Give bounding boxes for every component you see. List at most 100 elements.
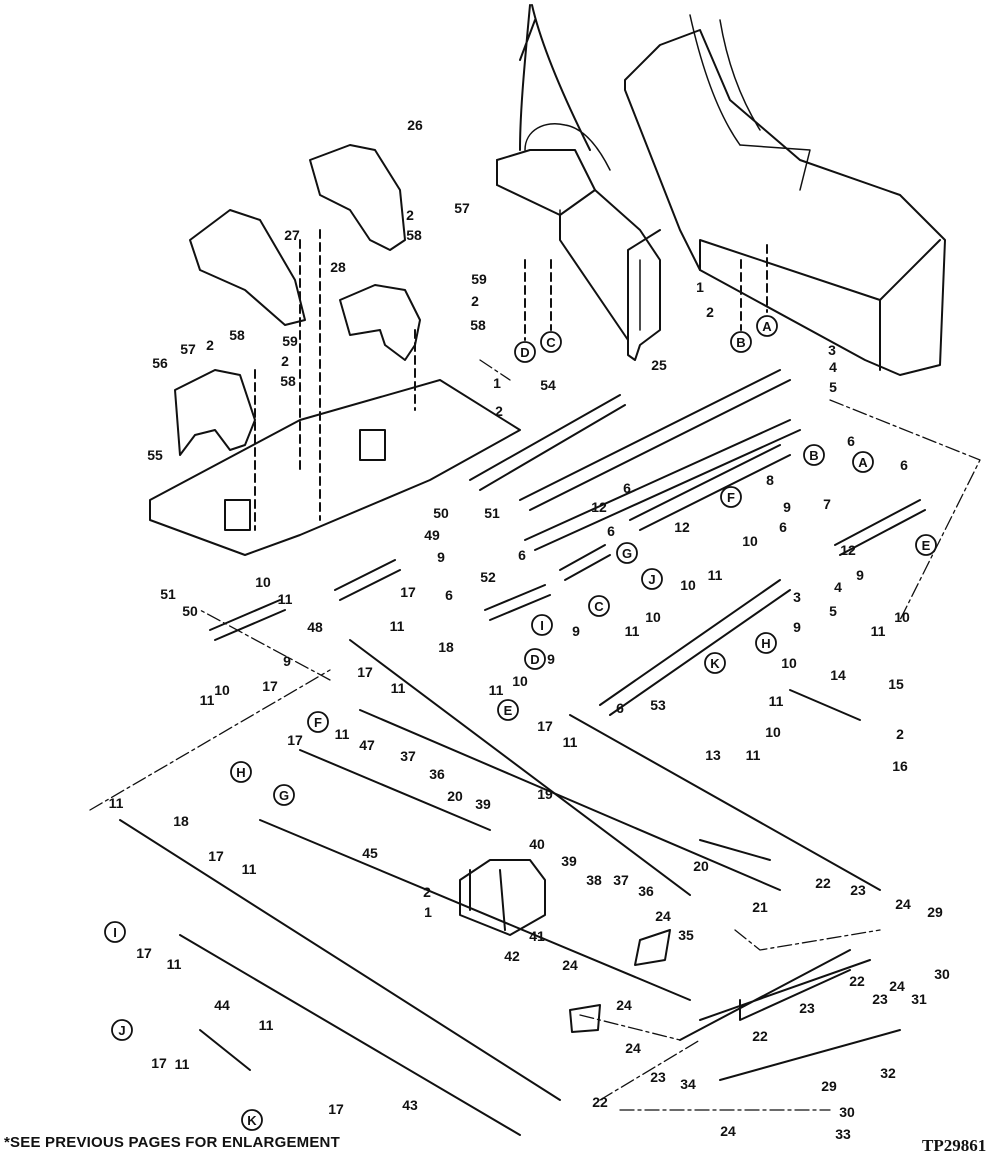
label-letter: I — [540, 618, 544, 633]
part-callout-50: 50 — [182, 603, 198, 619]
part-callout-17: 17 — [151, 1055, 167, 1071]
label-letter: K — [247, 1113, 257, 1128]
circled-label-k: K — [241, 1109, 263, 1131]
part-callout-9: 9 — [793, 619, 801, 635]
label-letter: D — [520, 345, 529, 360]
part-callout-48: 48 — [307, 619, 323, 635]
part-callout-33: 33 — [835, 1126, 851, 1142]
part-callout-11: 11 — [278, 591, 293, 607]
circled-label-c: C — [540, 331, 562, 353]
label-letter: D — [530, 652, 539, 667]
label-letter: I — [113, 925, 117, 940]
part-callout-1: 1 — [424, 904, 432, 920]
footnote: *SEE PREVIOUS PAGES FOR ENLARGEMENT — [4, 1134, 340, 1151]
part-callout-53: 53 — [650, 697, 666, 713]
label-circle — [852, 451, 874, 473]
label-letter: C — [546, 335, 556, 350]
circled-label-h: H — [230, 761, 252, 783]
part-callout-11: 11 — [489, 682, 504, 698]
label-circle — [720, 486, 742, 508]
part-callout-12: 12 — [840, 542, 856, 558]
part-callout-2: 2 — [281, 353, 289, 369]
part-callout-11: 11 — [746, 747, 761, 763]
part-callout-2: 2 — [706, 304, 714, 320]
part-callout-58: 58 — [280, 373, 296, 389]
console-right — [624, 14, 946, 376]
label-circle — [524, 648, 546, 670]
circled-label-i: I — [531, 614, 553, 636]
part-callout-56: 56 — [152, 355, 168, 371]
part-callout-35: 35 — [678, 927, 694, 943]
part-callout-28: 28 — [330, 259, 346, 275]
part-callout-58: 58 — [406, 227, 422, 243]
part-callout-51: 51 — [160, 586, 176, 602]
label-letter: J — [118, 1023, 125, 1038]
part-callout-9: 9 — [783, 499, 791, 515]
linework — [89, 4, 981, 1136]
part-callout-5: 5 — [829, 379, 837, 395]
label-letter: G — [279, 788, 289, 803]
circled-label-b: B — [730, 331, 752, 353]
part-callout-11: 11 — [175, 1056, 190, 1072]
part-callout-11: 11 — [563, 734, 578, 750]
part-callout-39: 39 — [561, 853, 577, 869]
part-callout-24: 24 — [895, 896, 911, 912]
part-callout-11: 11 — [708, 567, 723, 583]
part-callout-2: 2 — [206, 337, 214, 353]
label-circle — [241, 1109, 263, 1131]
part-callout-37: 37 — [400, 748, 416, 764]
label-circle — [230, 761, 252, 783]
part-callout-50: 50 — [433, 505, 449, 521]
part-callout-57: 57 — [454, 200, 470, 216]
part-callout-11: 11 — [391, 680, 406, 696]
label-circle — [756, 315, 778, 337]
part-callout-14: 14 — [830, 667, 846, 683]
label-letter: F — [727, 490, 735, 505]
exploded-view-artwork: 2625758272859258572585925856123451254256… — [89, 4, 981, 1142]
part-callout-17: 17 — [357, 664, 373, 680]
label-letter: K — [710, 656, 720, 671]
circled-label-a: A — [756, 315, 778, 337]
part-callout-38: 38 — [586, 872, 602, 888]
part-callout-45: 45 — [362, 845, 378, 861]
part-callout-17: 17 — [328, 1101, 344, 1117]
label-circle — [755, 632, 777, 654]
circled-label-e: E — [497, 699, 519, 721]
part-callout-51: 51 — [484, 505, 500, 521]
part-callout-10: 10 — [512, 673, 528, 689]
label-circle — [273, 784, 295, 806]
part-callout-4: 4 — [834, 579, 842, 595]
part-callout-11: 11 — [335, 726, 350, 742]
part-callout-39: 39 — [475, 796, 491, 812]
part-callout-26: 26 — [407, 117, 423, 133]
part-callout-12: 12 — [591, 499, 607, 515]
part-callout-11: 11 — [390, 618, 405, 634]
label-letter: J — [648, 572, 655, 587]
part-callout-30: 30 — [934, 966, 950, 982]
part-callout-59: 59 — [282, 333, 298, 349]
part-callout-29: 29 — [927, 904, 943, 920]
circled-label-i: I — [104, 921, 126, 943]
label-circle — [915, 534, 937, 556]
linkage-rods — [119, 639, 881, 1136]
part-callout-16: 16 — [892, 758, 908, 774]
upper-shafts — [209, 369, 926, 861]
label-letter: F — [314, 715, 322, 730]
part-callout-27: 27 — [284, 227, 300, 243]
part-callout-58: 58 — [229, 327, 245, 343]
part-callout-24: 24 — [655, 908, 671, 924]
part-callout-17: 17 — [287, 732, 303, 748]
label-circle — [540, 331, 562, 353]
part-callout-9: 9 — [856, 567, 864, 583]
part-callout-6: 6 — [779, 519, 787, 535]
part-callout-47: 47 — [359, 737, 375, 753]
part-callout-21: 21 — [752, 899, 768, 915]
part-callout-58: 58 — [470, 317, 486, 333]
part-callout-17: 17 — [262, 678, 278, 694]
label-letter: A — [858, 455, 868, 470]
part-callout-3: 3 — [793, 589, 801, 605]
part-callout-10: 10 — [255, 574, 271, 590]
circled-label-k: K — [704, 652, 726, 674]
part-callout-1: 1 — [493, 375, 501, 391]
